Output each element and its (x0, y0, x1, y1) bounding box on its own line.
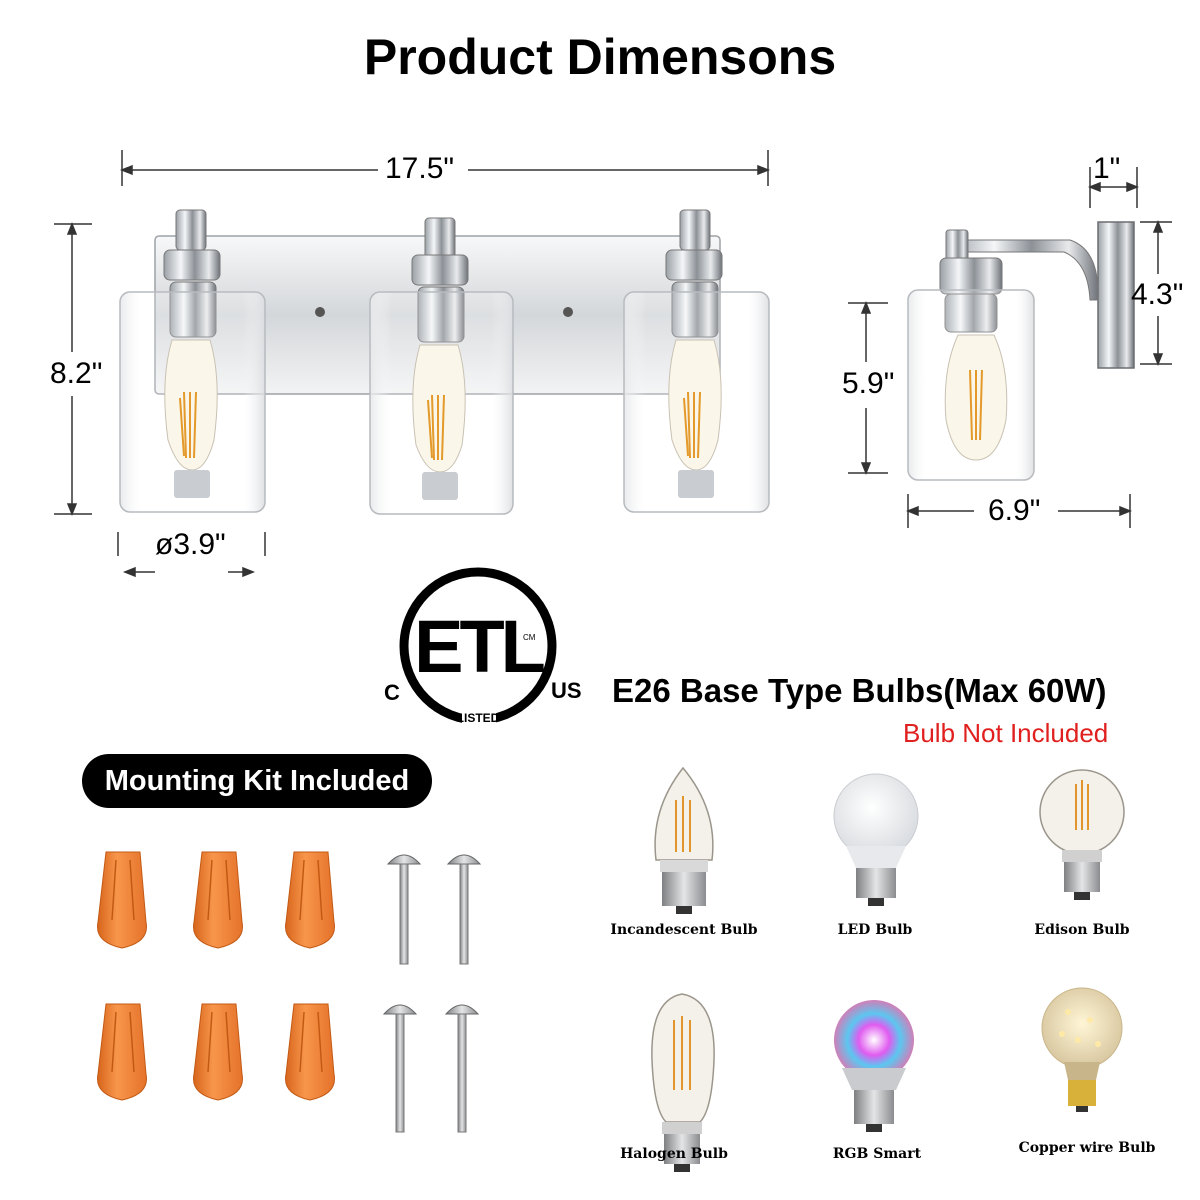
led-bulb-icon (833, 773, 919, 906)
vanity-light-front-view (119, 209, 770, 515)
wire-nut (285, 851, 335, 949)
side-shade-height-dimension (848, 300, 888, 476)
mounting-kit-badge: Mounting Kit Included (82, 754, 432, 808)
copper-wire-bulb-icon (1041, 987, 1123, 1112)
wire-nut (193, 1003, 243, 1101)
page-title: Product Dimensons (363, 29, 837, 85)
lamp-right (623, 209, 770, 513)
bulb-label: LED Bulb (837, 922, 913, 938)
wire-nut (97, 1003, 147, 1101)
bulb-label: RGB Smart (832, 1146, 922, 1162)
mounting-screw (446, 854, 482, 965)
etl-c-text: C (384, 680, 400, 705)
wire-nut (285, 1003, 335, 1101)
etl-listed-logo: ETL LISTED CM C US (384, 567, 582, 728)
edison-globe-bulb-icon (1039, 769, 1125, 900)
shade-diameter-dimension (117, 532, 266, 578)
side-extension-dimension (905, 494, 1133, 528)
bulb-label: Incandescent Bulb (610, 922, 758, 938)
lamp-left (119, 209, 266, 513)
side-backplate-height-label: 4.3" (1131, 278, 1184, 311)
front-height-dimension (54, 221, 92, 517)
mounting-screw (386, 854, 422, 965)
wire-nut (97, 851, 147, 949)
bulb-not-included-note: Bulb Not Included (903, 718, 1109, 748)
candle-filament-bulb-icon (654, 766, 714, 914)
side-extension-label: 6.9" (988, 494, 1041, 527)
etl-logo-text: ETL (414, 605, 544, 688)
bulb-label: Halogen Bulb (620, 1146, 728, 1162)
mounting-screw (382, 1004, 418, 1133)
lamp-center (369, 217, 514, 515)
mounting-kit-parts (97, 851, 482, 1133)
bulb-type-heading: E26 Base Type Bulbs(Max 60W) (612, 672, 1107, 709)
etl-us-text: US (551, 678, 582, 703)
rgb-smart-bulb-icon (834, 1000, 914, 1132)
shade-diameter-label: ø3.9" (155, 528, 226, 561)
side-shade-height-label: 5.9" (842, 367, 895, 400)
wire-nut (193, 851, 243, 949)
bulb-label: Copper wire Bulb (1018, 1140, 1156, 1156)
side-backplate (1097, 221, 1135, 369)
front-width-label: 17.5" (385, 152, 455, 185)
vanity-light-side-view (907, 221, 1135, 481)
side-backplate-height-dimension (1140, 219, 1172, 367)
etl-listed-text: LISTED (457, 711, 500, 725)
side-depth-label: 1" (1093, 152, 1121, 185)
front-height-label: 8.2" (50, 357, 103, 390)
side-depth-dimension (1087, 167, 1140, 208)
front-width-dimension (119, 150, 771, 186)
bulb-label: Edison Bulb (1034, 922, 1130, 938)
etl-cm-text: CM (523, 633, 536, 642)
mounting-screw (444, 1004, 480, 1133)
st64-filament-bulb-icon (651, 993, 715, 1172)
